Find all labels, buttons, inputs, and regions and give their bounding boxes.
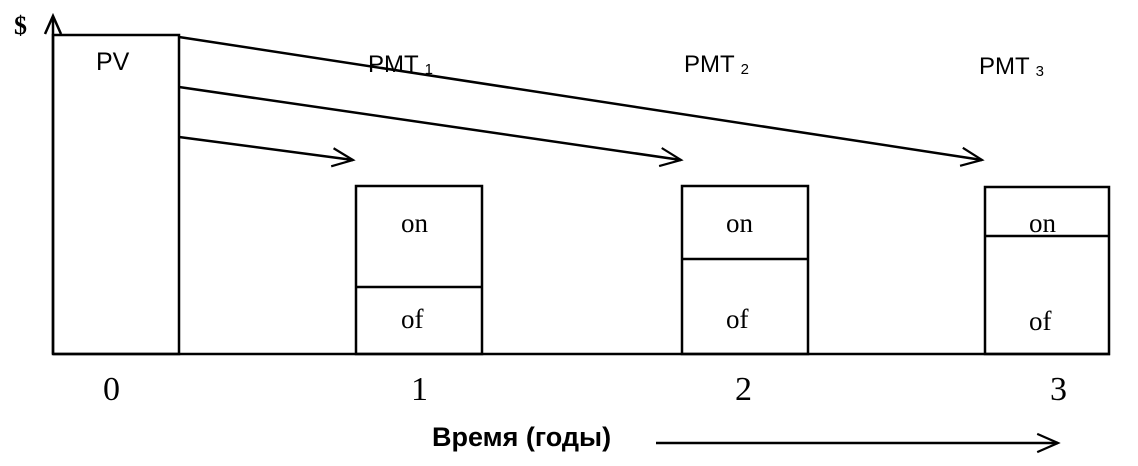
payment-2-on: on <box>726 208 754 238</box>
payment-box-2 <box>682 186 808 354</box>
y-axis-arrowhead <box>45 16 61 34</box>
pv-box <box>53 35 179 354</box>
pv-label: PV <box>96 48 130 76</box>
y-axis-label: $ <box>14 11 27 40</box>
discount-arrow-2 <box>179 87 681 160</box>
time-tick-3: 3 <box>1050 371 1067 408</box>
time-tick-1: 1 <box>411 371 428 408</box>
payment-box-1 <box>356 186 482 354</box>
discount-arrow-1 <box>179 137 353 160</box>
x-axis-label: Время (годы) <box>432 422 611 452</box>
payment-3-on: on <box>1029 208 1057 238</box>
payment-1-of: of <box>401 304 424 334</box>
payment-2-of: of <box>726 304 749 334</box>
time-tick-0: 0 <box>103 371 120 408</box>
discount-arrow-3 <box>179 37 982 160</box>
payment-box-3 <box>985 187 1109 354</box>
payment-3-of: of <box>1029 306 1052 336</box>
payment-1-on: on <box>401 208 429 238</box>
time-tick-2: 2 <box>735 371 752 408</box>
